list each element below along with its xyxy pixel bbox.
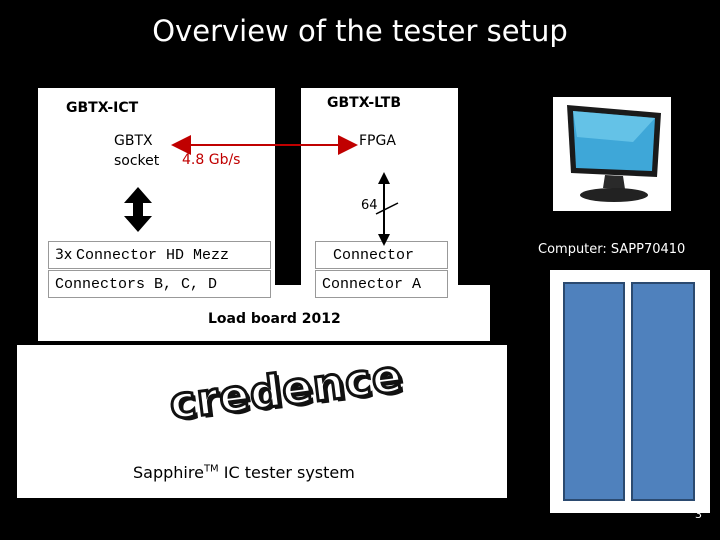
connector-hd-mezz: 3x Connector HD Mezz xyxy=(48,241,271,269)
gbtx-socket-label: GBTX socket xyxy=(114,131,160,171)
link-speed-label: 4.8 Gb/s xyxy=(182,152,241,168)
cabinet-panel-right xyxy=(631,282,695,501)
gbtx-ltb-label: GBTX-LTB xyxy=(327,95,401,111)
monitor-icon xyxy=(567,105,661,202)
connector-a-text: Connector A xyxy=(322,276,422,293)
connector-a: Connector A xyxy=(315,270,448,298)
cabinet-panel-left xyxy=(563,282,625,501)
computer-icon-bg xyxy=(553,97,671,211)
connectors-bcd: Connectors B, C, D xyxy=(48,270,271,298)
tester-system-name: Sapphire xyxy=(133,463,204,482)
gbtx-socket-line2: socket xyxy=(114,153,160,169)
tester-system-suffix: IC tester system xyxy=(218,463,355,482)
connector-ltb: Connector xyxy=(315,241,448,269)
gbtx-socket-line1: GBTX xyxy=(114,133,153,149)
tester-system xyxy=(17,345,507,498)
hd-mezz-prefix: 3x xyxy=(55,247,73,263)
page-number: 3 xyxy=(695,508,702,521)
tester-system-label: SapphireTM IC tester system xyxy=(133,463,355,482)
slide-title: Overview of the tester setup xyxy=(152,14,568,48)
connector-ltb-text: Connector xyxy=(333,247,415,264)
bus-width-label: 64 xyxy=(361,198,378,213)
trademark-mark: TM xyxy=(203,463,219,475)
gbtx-ict-label: GBTX-ICT xyxy=(66,100,139,116)
computer-label: Computer: SAPP70410 xyxy=(538,242,686,257)
computer-cabinet xyxy=(550,270,710,513)
load-board-label: Load board 2012 xyxy=(208,311,341,327)
hd-mezz-text: Connector HD Mezz xyxy=(76,247,230,264)
fpga-label: FPGA xyxy=(359,133,396,149)
bus-arrow xyxy=(375,172,399,246)
socket-connector-arrow xyxy=(124,187,152,232)
connectors-bcd-text: Connectors B, C, D xyxy=(55,276,218,293)
